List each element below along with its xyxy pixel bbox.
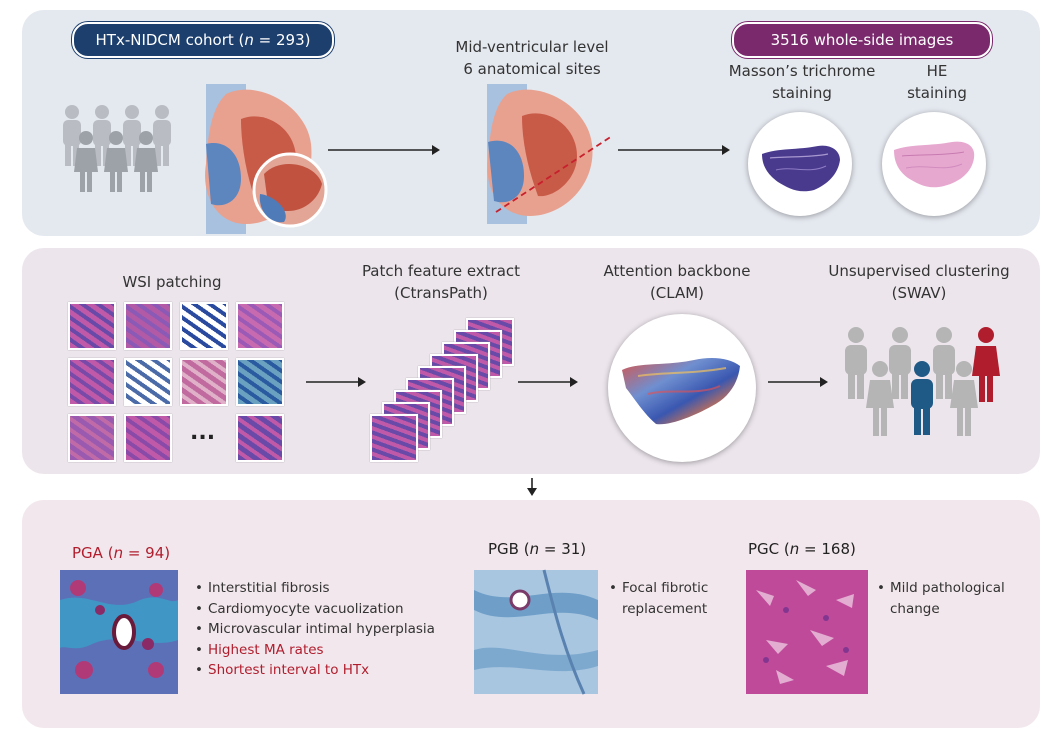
patch-tile: [236, 414, 284, 462]
arrow-down-icon: [527, 478, 537, 496]
bullet-item: Mild pathological: [877, 578, 1005, 599]
attention-line2: (CLAM): [649, 284, 705, 302]
wsi-patching-label: WSI patching: [122, 273, 222, 291]
cohort-pill-suffix: = 293): [253, 31, 311, 49]
bullet-item: Shortest interval to HTx: [195, 660, 435, 681]
he-line2: staining: [907, 84, 967, 102]
whole-slide-images-pill: 3516 whole-side images: [732, 22, 992, 58]
bullet-item: Cardiomyocyte vacuolization: [195, 599, 435, 620]
pgc-title-suffix: = 168): [799, 540, 856, 558]
pgb-title-prefix: PGB (: [488, 540, 530, 558]
patch-tile: [124, 358, 172, 406]
patch-feature-line1: Patch feature extract: [361, 262, 521, 280]
pgc-title-prefix: PGC (: [748, 540, 790, 558]
cohort-pill-n: n: [244, 31, 254, 49]
masson-line1: Masson’s trichrome: [728, 62, 876, 80]
patch-tile: [236, 358, 284, 406]
masson-staining-label: Masson’s trichrome staining: [722, 60, 882, 104]
patch-tile: [124, 414, 172, 462]
pga-micrograph-image: [60, 570, 178, 694]
arrow-right-2-icon: [618, 145, 730, 155]
he-staining-label: HE staining: [892, 60, 982, 104]
clustering-line1: Unsupervised clustering: [828, 262, 1010, 280]
pgb-micrograph-image: [474, 569, 598, 695]
clustered-people-icon: [845, 327, 1000, 436]
patch-tile: [68, 414, 116, 462]
patch-tile: [236, 302, 284, 350]
pgc-micrograph-image: [746, 570, 868, 694]
attention-heatmap-image: [608, 314, 756, 462]
attention-backbone-label: Attention backbone (CLAM): [592, 260, 762, 304]
bullet-item: replacement: [622, 600, 708, 617]
patch-tile: [180, 358, 228, 406]
patch-ellipsis: ...: [190, 420, 216, 445]
bullet-item: Microvascular intimal hyperplasia: [195, 619, 435, 640]
bullet-item: Focal fibrotic: [609, 578, 708, 599]
bullet-item: change: [890, 600, 940, 617]
unsupervised-clustering-label: Unsupervised clustering (SWAV): [824, 260, 1014, 304]
pga-title: PGA (n = 94): [72, 542, 170, 564]
patch-tile: [180, 302, 228, 350]
mid-label-line1: Mid-ventricular level: [455, 38, 609, 56]
stacked-patch: [370, 414, 418, 462]
cohort-pill: HTx-NIDCM cohort (n = 293): [72, 22, 334, 58]
cohort-pill-prefix: HTx-NIDCM cohort (: [95, 31, 245, 49]
mid-label-line2: 6 anatomical sites: [463, 60, 601, 78]
pgb-title: PGB (n = 31): [488, 538, 586, 560]
pga-title-n: n: [113, 544, 124, 562]
pga-bullet-list: Interstitial fibrosisCardiomyocyte vacuo…: [194, 578, 435, 681]
masson-slide-image: [748, 112, 852, 216]
pgb-title-suffix: = 31): [539, 540, 587, 558]
arrow-right-5-icon: [768, 377, 828, 387]
pgc-title: PGC (n = 168): [748, 538, 856, 560]
attention-line1: Attention backbone: [603, 262, 751, 280]
heart-section-icon: [487, 84, 613, 224]
pga-title-suffix: = 94): [123, 544, 171, 562]
patch-tile: [124, 302, 172, 350]
patch-feature-line2: (CtransPath): [394, 284, 488, 302]
mid-ventricular-label: Mid-ventricular level 6 anatomical sites: [442, 36, 622, 80]
patch-tile: [68, 302, 116, 350]
arrow-right-3-icon: [306, 377, 366, 387]
patch-tile: [68, 358, 116, 406]
he-slide-image: [882, 112, 986, 216]
masson-line2: staining: [772, 84, 832, 102]
pga-title-prefix: PGA (: [72, 544, 114, 562]
pgb-title-n: n: [529, 540, 540, 558]
heart-illustration-icon: [205, 84, 328, 234]
bullet-item: Interstitial fibrosis: [195, 578, 435, 599]
arrow-right-4-icon: [518, 377, 578, 387]
pgc-title-n: n: [789, 540, 800, 558]
cohort-people-icon: [63, 105, 171, 192]
he-line1: HE: [926, 62, 948, 80]
bullet-item: Highest MA rates: [195, 640, 435, 661]
patch-feature-label: Patch feature extract (CtransPath): [356, 260, 526, 304]
clustering-line2: (SWAV): [891, 284, 947, 302]
arrow-right-1-icon: [328, 145, 440, 155]
